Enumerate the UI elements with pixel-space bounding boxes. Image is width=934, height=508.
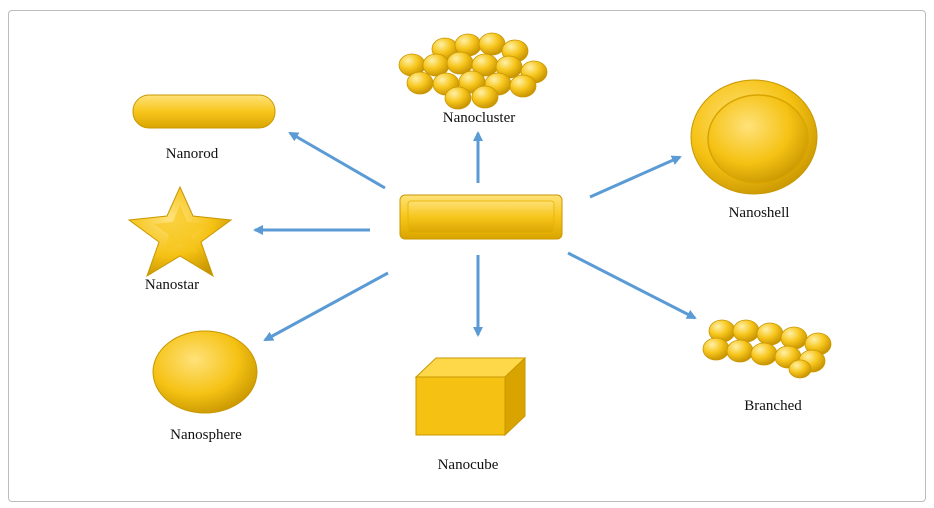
nanoshell-icon — [690, 79, 818, 195]
nanosphere-label: Nanosphere — [170, 427, 242, 443]
arrows — [253, 131, 697, 342]
center-nanoparticle-icon — [399, 194, 563, 240]
nanorod-label: Nanorod — [165, 146, 219, 162]
nanosphere-icon — [152, 330, 258, 414]
nanorod-icon — [132, 94, 276, 129]
branched-icon — [702, 319, 832, 379]
arrow-to-nanosphere — [263, 271, 389, 342]
nanoshell-label: Nanoshell — [728, 205, 790, 221]
nanocluster-icon — [398, 32, 548, 110]
arrow-to-nanoshell — [589, 155, 682, 199]
branched-label: Branched — [744, 398, 802, 414]
nanocluster-label: Nanocluster — [442, 110, 516, 126]
nanocube-label: Nanocube — [437, 457, 499, 473]
nanocube-icon — [414, 356, 527, 437]
arrow-to-branched — [567, 251, 697, 320]
nanostar-label: Nanostar — [144, 277, 200, 293]
arrow-to-nanorod — [288, 131, 386, 190]
nanostar-icon — [127, 185, 233, 278]
